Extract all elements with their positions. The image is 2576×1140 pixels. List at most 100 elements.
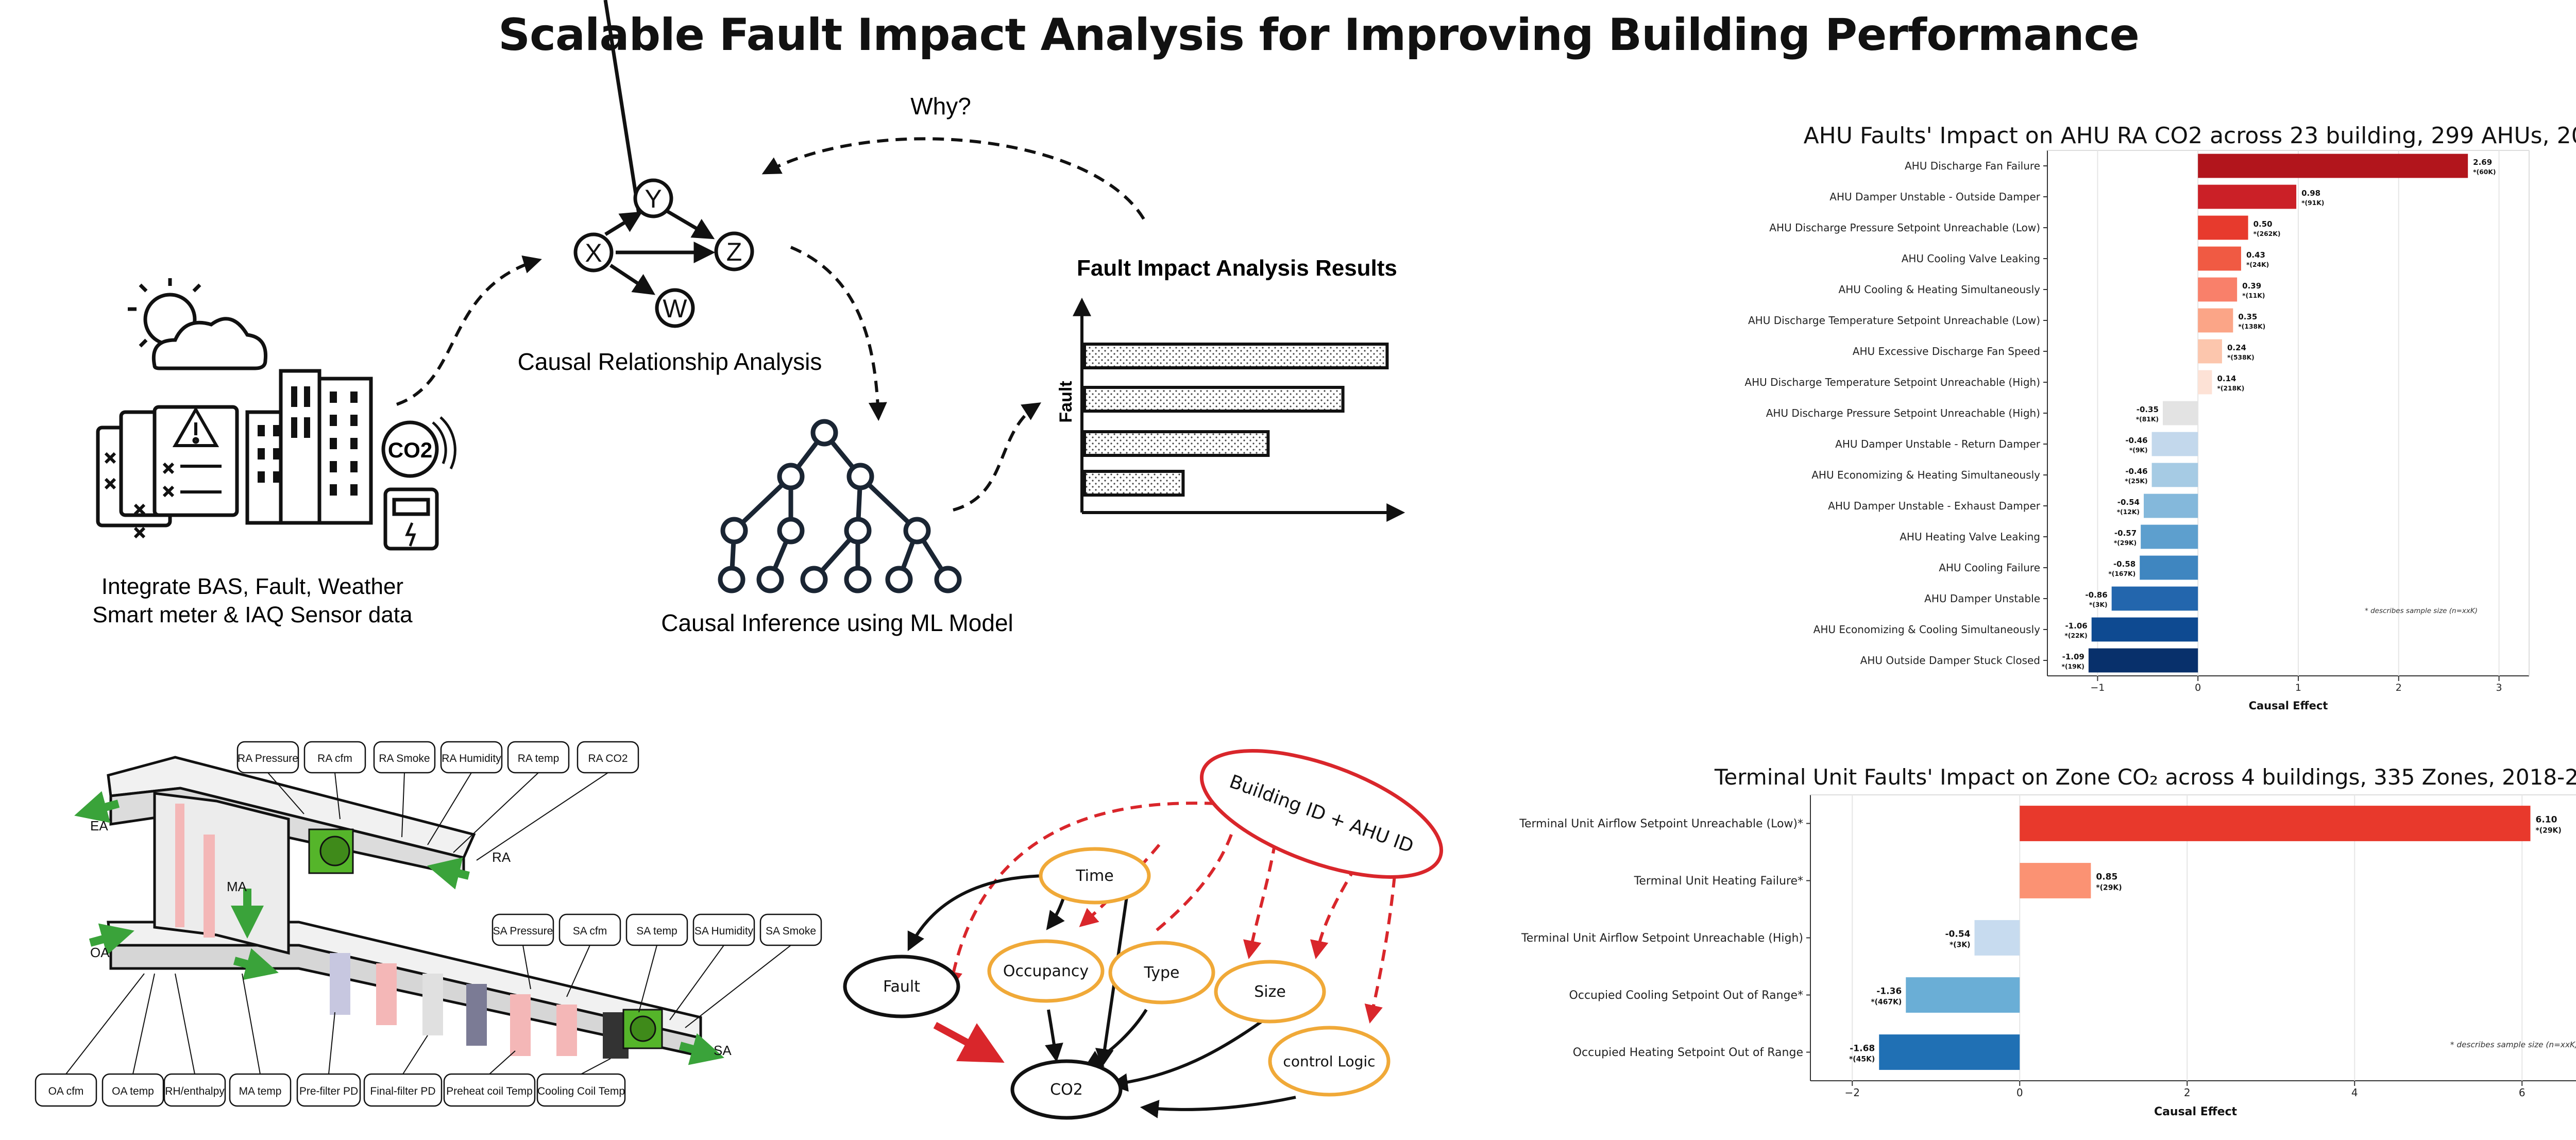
integrate-label-line1: Integrate BAS, Fault, Weather <box>101 574 403 599</box>
value-label: 0.85 <box>2096 872 2117 882</box>
category-label: AHU Discharge Temperature Setpoint Unrea… <box>1744 376 2040 388</box>
sensor-label: OA temp <box>112 1085 154 1097</box>
dag-node-occupancy <box>987 939 1105 1003</box>
category-label: AHU Damper Unstable - Return Damper <box>1835 438 2041 450</box>
sensor-label: SA temp <box>636 925 677 937</box>
value-label: 0.39 <box>2242 281 2261 291</box>
duct-label-sa: SA <box>714 1043 732 1058</box>
results-mini-chart: Fault <box>1056 297 1405 522</box>
bar <box>2198 339 2222 364</box>
bar <box>2020 806 2531 841</box>
result-bar <box>1083 470 1185 497</box>
supply-arrow-icon <box>233 948 279 980</box>
dag-label-control: control Logic <box>1283 1053 1375 1070</box>
sample-size-label: *(9K) <box>2129 447 2148 454</box>
value-label: -0.54 <box>2117 498 2140 507</box>
sensor-leader-line <box>242 973 261 1075</box>
dag-label-co2: CO2 <box>1050 1081 1083 1099</box>
category-label: AHU Damper Unstable - Outside Damper <box>1829 191 2040 203</box>
oa-arrow-icon <box>89 923 134 956</box>
duct-label-oa: OA <box>90 945 110 960</box>
workflow-diagram: CO2 Integrate BAS, Fault, Weather Smart … <box>92 0 1405 636</box>
chart-title: Terminal Unit Faults' Impact on Zone CO₂… <box>1714 764 2576 790</box>
page-title: Scalable Fault Impact Analysis for Impro… <box>498 9 2140 61</box>
value-label: -0.46 <box>2125 436 2147 445</box>
category-label: AHU Damper Unstable - Exhaust Damper <box>1828 500 2041 512</box>
sensor-leader-line <box>427 772 472 845</box>
bar <box>2163 401 2198 426</box>
sensor-box <box>163 1073 226 1107</box>
sample-size-label: *(29K) <box>2114 539 2137 547</box>
value-label: -0.86 <box>2085 590 2107 600</box>
value-label: -1.09 <box>2062 652 2084 661</box>
category-label: AHU Excessive Discharge Fan Speed <box>1853 345 2040 358</box>
sensor-label: Final-filter PD <box>370 1085 435 1097</box>
bar <box>2198 370 2212 395</box>
sensor-leader-line <box>476 772 608 861</box>
dag-label-time: Time <box>1075 867 1113 885</box>
sample-size-label: *(29K) <box>2096 883 2122 892</box>
x-tick-label: 0 <box>2195 682 2201 693</box>
sample-size-label: *(138K) <box>2238 323 2265 330</box>
bar <box>2091 617 2198 642</box>
result-bar <box>1083 343 1389 369</box>
causal-graph-icon <box>573 0 754 328</box>
sensor-label: SA cfm <box>573 925 607 937</box>
sensor-leader-line <box>522 945 531 990</box>
bar <box>2198 184 2297 209</box>
graph-node-z: Z <box>726 237 742 266</box>
ahu-fault-impact-chart: AHU Faults' Impact on AHU RA CO2 across … <box>1744 123 2576 712</box>
bar <box>2141 524 2198 549</box>
sensor-leader-line <box>401 772 405 838</box>
sensor-label: SA Humidity <box>694 925 754 937</box>
sensor-leader-line <box>65 973 145 1075</box>
ml-model-icon <box>718 419 962 593</box>
sa-arrow-icon <box>679 1033 724 1065</box>
value-label: -0.58 <box>2113 559 2136 569</box>
results-title: Fault Impact Analysis Results <box>1077 256 1397 281</box>
category-label: AHU Discharge Temperature Setpoint Unrea… <box>1748 314 2040 327</box>
smart-meter-icon <box>383 487 439 551</box>
dag-label-type: Type <box>1144 964 1180 982</box>
sensor-box <box>759 913 822 946</box>
sensor-box <box>507 741 570 774</box>
dag-node-size <box>1214 960 1326 1024</box>
sample-size-label: *(25K) <box>2125 478 2147 485</box>
value-label: 0.24 <box>2227 343 2246 352</box>
bar <box>2151 432 2198 456</box>
category-label: AHU Damper Unstable <box>1924 592 2040 605</box>
category-label: AHU Cooling Failure <box>1939 562 2040 574</box>
value-label: -0.35 <box>2137 405 2159 414</box>
sensor-box <box>373 741 436 774</box>
sensor-label: Preheat coil Temp <box>446 1085 533 1097</box>
sensor-box <box>492 913 554 946</box>
sensor-label: Pre-filter PD <box>299 1085 358 1097</box>
chart-title: AHU Faults' Impact on AHU RA CO2 across … <box>1804 123 2576 149</box>
sensor-leader-line <box>638 945 657 1013</box>
sensor-box <box>558 913 621 946</box>
sample-size-label: *(3K) <box>2089 601 2108 608</box>
category-label: Terminal Unit Airflow Setpoint Unreachab… <box>1519 818 1803 830</box>
sensor-leader-line <box>132 973 155 1075</box>
duct-label-ma: MA <box>227 879 247 894</box>
sensor-leader-line <box>402 1035 428 1075</box>
dag-node-fault <box>843 955 960 1018</box>
sample-size-label: *(45K) <box>1849 1055 1875 1063</box>
value-label: 0.50 <box>2253 219 2273 229</box>
bar <box>1906 977 2020 1013</box>
return-fan-icon <box>308 828 354 874</box>
results-axis-label: Fault <box>1056 381 1076 422</box>
category-label: AHU Discharge Fan Failure <box>1905 160 2040 172</box>
value-label: 6.10 <box>2536 815 2557 825</box>
why-label: Why? <box>910 93 971 120</box>
sensor-box <box>443 1073 536 1107</box>
sample-size-label: *(167K) <box>2108 570 2136 577</box>
category-label: AHU Outside Damper Stuck Closed <box>1860 654 2040 667</box>
category-label: Occupied Cooling Setpoint Out of Range* <box>1569 989 1803 1002</box>
ea-arrow-icon <box>74 791 120 823</box>
sensor-label: RH/enthalpy <box>165 1085 225 1097</box>
sensor-box <box>229 1073 292 1107</box>
fault-report-icon <box>96 405 239 539</box>
sensor-label: SA Pressure <box>493 925 553 937</box>
sample-size-label: *(467K) <box>1871 998 1902 1006</box>
